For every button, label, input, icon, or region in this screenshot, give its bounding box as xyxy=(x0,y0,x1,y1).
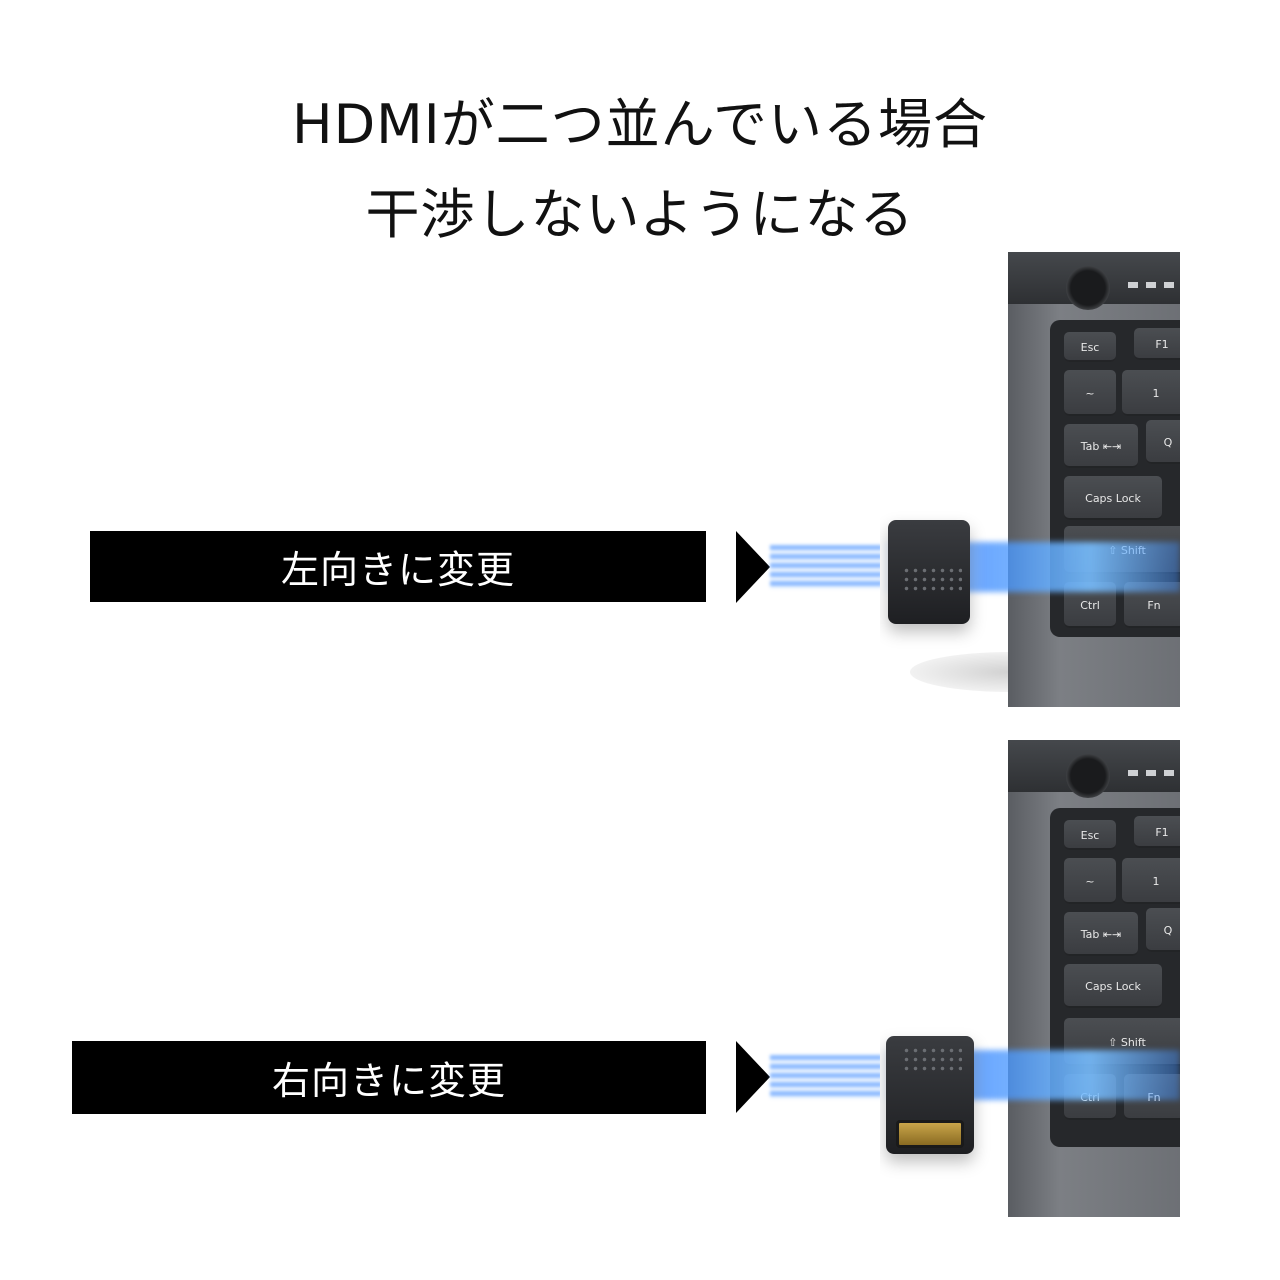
laptop-photo-left-adapter: Esc F1 ~ 1 Tab ⇤⇥ Q Caps Lock ⇧ Shift Ct… xyxy=(880,252,1180,707)
key-tab: Tab ⇤⇥ xyxy=(1064,424,1138,468)
heading-line-2: 干渉しないようになる xyxy=(365,183,915,246)
adapter-grip-texture xyxy=(902,566,962,594)
key-q: Q xyxy=(1146,908,1180,952)
laptop-photo-right-adapter: Esc F1 ~ 1 Tab ⇤⇥ Q Caps Lock ⇧ Shift Ct… xyxy=(880,740,1180,1217)
key-caps-lock: Caps Lock xyxy=(1064,964,1162,1008)
key-caps-lock: Caps Lock xyxy=(1064,476,1162,520)
key-esc: Esc xyxy=(1064,332,1116,362)
laptop-body: Esc F1 ~ 1 Tab ⇤⇥ Q Caps Lock ⇧ Shift Ct… xyxy=(1008,252,1180,707)
adapter-grip-texture xyxy=(902,1046,962,1074)
key-tab: Tab ⇤⇥ xyxy=(1064,912,1138,956)
key-one: 1 xyxy=(1122,370,1180,416)
laptop-body: Esc F1 ~ 1 Tab ⇤⇥ Q Caps Lock ⇧ Shift Ct… xyxy=(1008,740,1180,1217)
label-left-direction: 左向きに変更 xyxy=(90,531,706,602)
heading-line-1: HDMIが二つ並んでいる場合 xyxy=(291,93,988,156)
arrow-right-icon xyxy=(736,531,770,603)
status-leds xyxy=(1128,770,1180,776)
arrow-right-icon xyxy=(736,1041,770,1113)
hdmi-adapter-right xyxy=(886,1036,974,1154)
key-esc: Esc xyxy=(1064,820,1116,850)
status-leds xyxy=(1128,282,1180,288)
hdmi-adapter-left xyxy=(888,520,970,624)
light-beam xyxy=(770,545,882,589)
key-tilde: ~ xyxy=(1064,858,1116,904)
key-tilde: ~ xyxy=(1064,370,1116,416)
label-right-direction: 右向きに変更 xyxy=(72,1041,706,1114)
key-f1: F1 xyxy=(1134,328,1180,360)
power-button-icon xyxy=(1066,266,1110,310)
key-f1: F1 xyxy=(1134,816,1180,848)
power-button-icon xyxy=(1066,754,1110,798)
light-beam xyxy=(770,1055,882,1099)
key-q: Q xyxy=(1146,420,1180,464)
hdmi-port-icon xyxy=(896,1120,964,1148)
key-one: 1 xyxy=(1122,858,1180,904)
